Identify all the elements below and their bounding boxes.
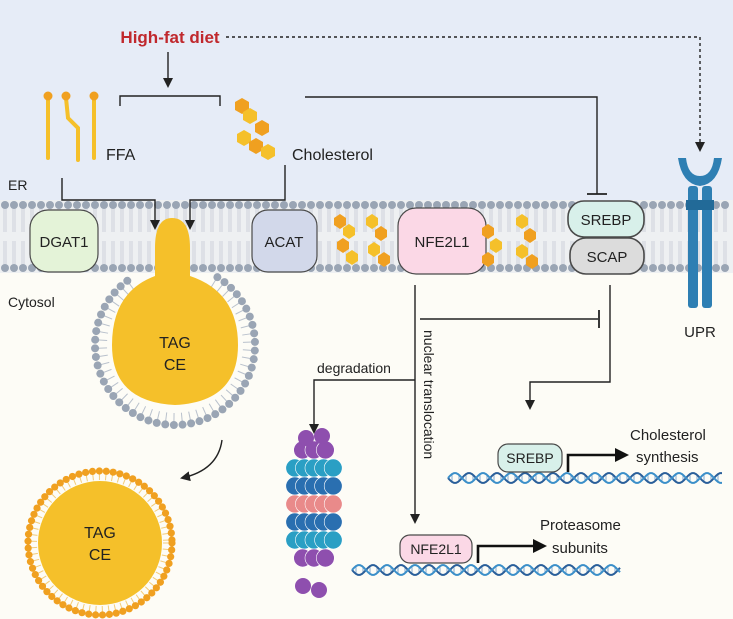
droplet-tag-label: TAG xyxy=(159,335,191,352)
acat-label: ACAT xyxy=(265,234,304,251)
membrane-cholesterol-icon xyxy=(366,214,390,267)
membrane-cholesterol-icon xyxy=(482,224,502,267)
proteasome-subunits-arrow xyxy=(476,539,547,563)
srebp-membrane-label: SREBP xyxy=(581,212,632,229)
ffa-head-icon xyxy=(89,91,99,101)
srebp-nuclear-label: SREBP xyxy=(506,450,553,466)
budding-lipid-droplet xyxy=(112,218,238,405)
srebp-nuclear-box xyxy=(497,443,563,473)
proteasome-icon xyxy=(285,428,343,598)
free-droplet-ce-label: CE xyxy=(89,547,111,564)
ffa-icon xyxy=(46,96,96,162)
free-droplet-membrane xyxy=(24,467,176,619)
degradation-arrow xyxy=(309,379,415,434)
budding-droplet-membrane xyxy=(91,273,259,429)
cholesterol-icon xyxy=(235,98,275,160)
scap-protein xyxy=(569,237,645,275)
proteasome-subunits-line2: subunits xyxy=(552,540,608,557)
dna-strand-proteasome-genes xyxy=(351,564,621,576)
droplet-release-arrow xyxy=(180,439,223,482)
nfe2l1-protein xyxy=(397,207,487,275)
ffa-cholesterol-bracket xyxy=(119,95,221,106)
acat-protein xyxy=(251,209,318,273)
ffa-head-icon xyxy=(61,91,71,101)
membrane-cholesterol-icon xyxy=(334,214,358,265)
cholesterol-synthesis-line1: Cholesterol xyxy=(630,427,706,444)
cholesterol-synthesis-arrow xyxy=(566,448,629,472)
hfd-to-upr-dashed-arrow xyxy=(226,36,705,152)
ffa-label: FFA xyxy=(106,147,136,164)
cytosol-label: Cytosol xyxy=(8,294,55,310)
nfe2l1-label: NFE2L1 xyxy=(414,234,469,251)
degradation-label: degradation xyxy=(317,360,391,376)
cholesterol-to-droplet-arrow xyxy=(185,165,286,230)
cholesterol-synthesis-line2: synthesis xyxy=(636,449,699,466)
free-lipid-droplet xyxy=(38,481,162,605)
dgat1-protein xyxy=(29,209,99,273)
membrane-cholesterol-icon xyxy=(516,214,538,269)
upr-label: UPR xyxy=(684,324,716,341)
dna-strand-cholesterol-genes xyxy=(447,472,722,484)
high-fat-diet-title: High-fat diet xyxy=(120,28,219,47)
proteasome-subunits-line1: Proteasome xyxy=(540,517,621,534)
ffa-head-icon xyxy=(43,91,53,101)
ffa-to-droplet-arrow xyxy=(61,178,160,230)
er-label: ER xyxy=(8,177,27,193)
upr-receptor-icon xyxy=(678,158,722,308)
droplet-ce-label: CE xyxy=(164,357,186,374)
nfe2l1-nuclear-label: NFE2L1 xyxy=(410,541,462,557)
srebp-membrane-protein xyxy=(567,200,645,238)
nfe2l1-nuclear-box xyxy=(399,534,473,564)
cholesterol-inhibits-srebp xyxy=(305,96,598,194)
free-droplet-tag-label: TAG xyxy=(84,525,116,542)
cholesterol-label: Cholesterol xyxy=(292,147,373,164)
srebp-processing-arrow xyxy=(525,285,611,410)
er-lumen-background xyxy=(0,0,733,200)
dgat1-label: DGAT1 xyxy=(40,234,89,251)
nuclear-translocation-label: nuclear translocation xyxy=(421,330,437,459)
scap-label: SCAP xyxy=(587,249,628,266)
